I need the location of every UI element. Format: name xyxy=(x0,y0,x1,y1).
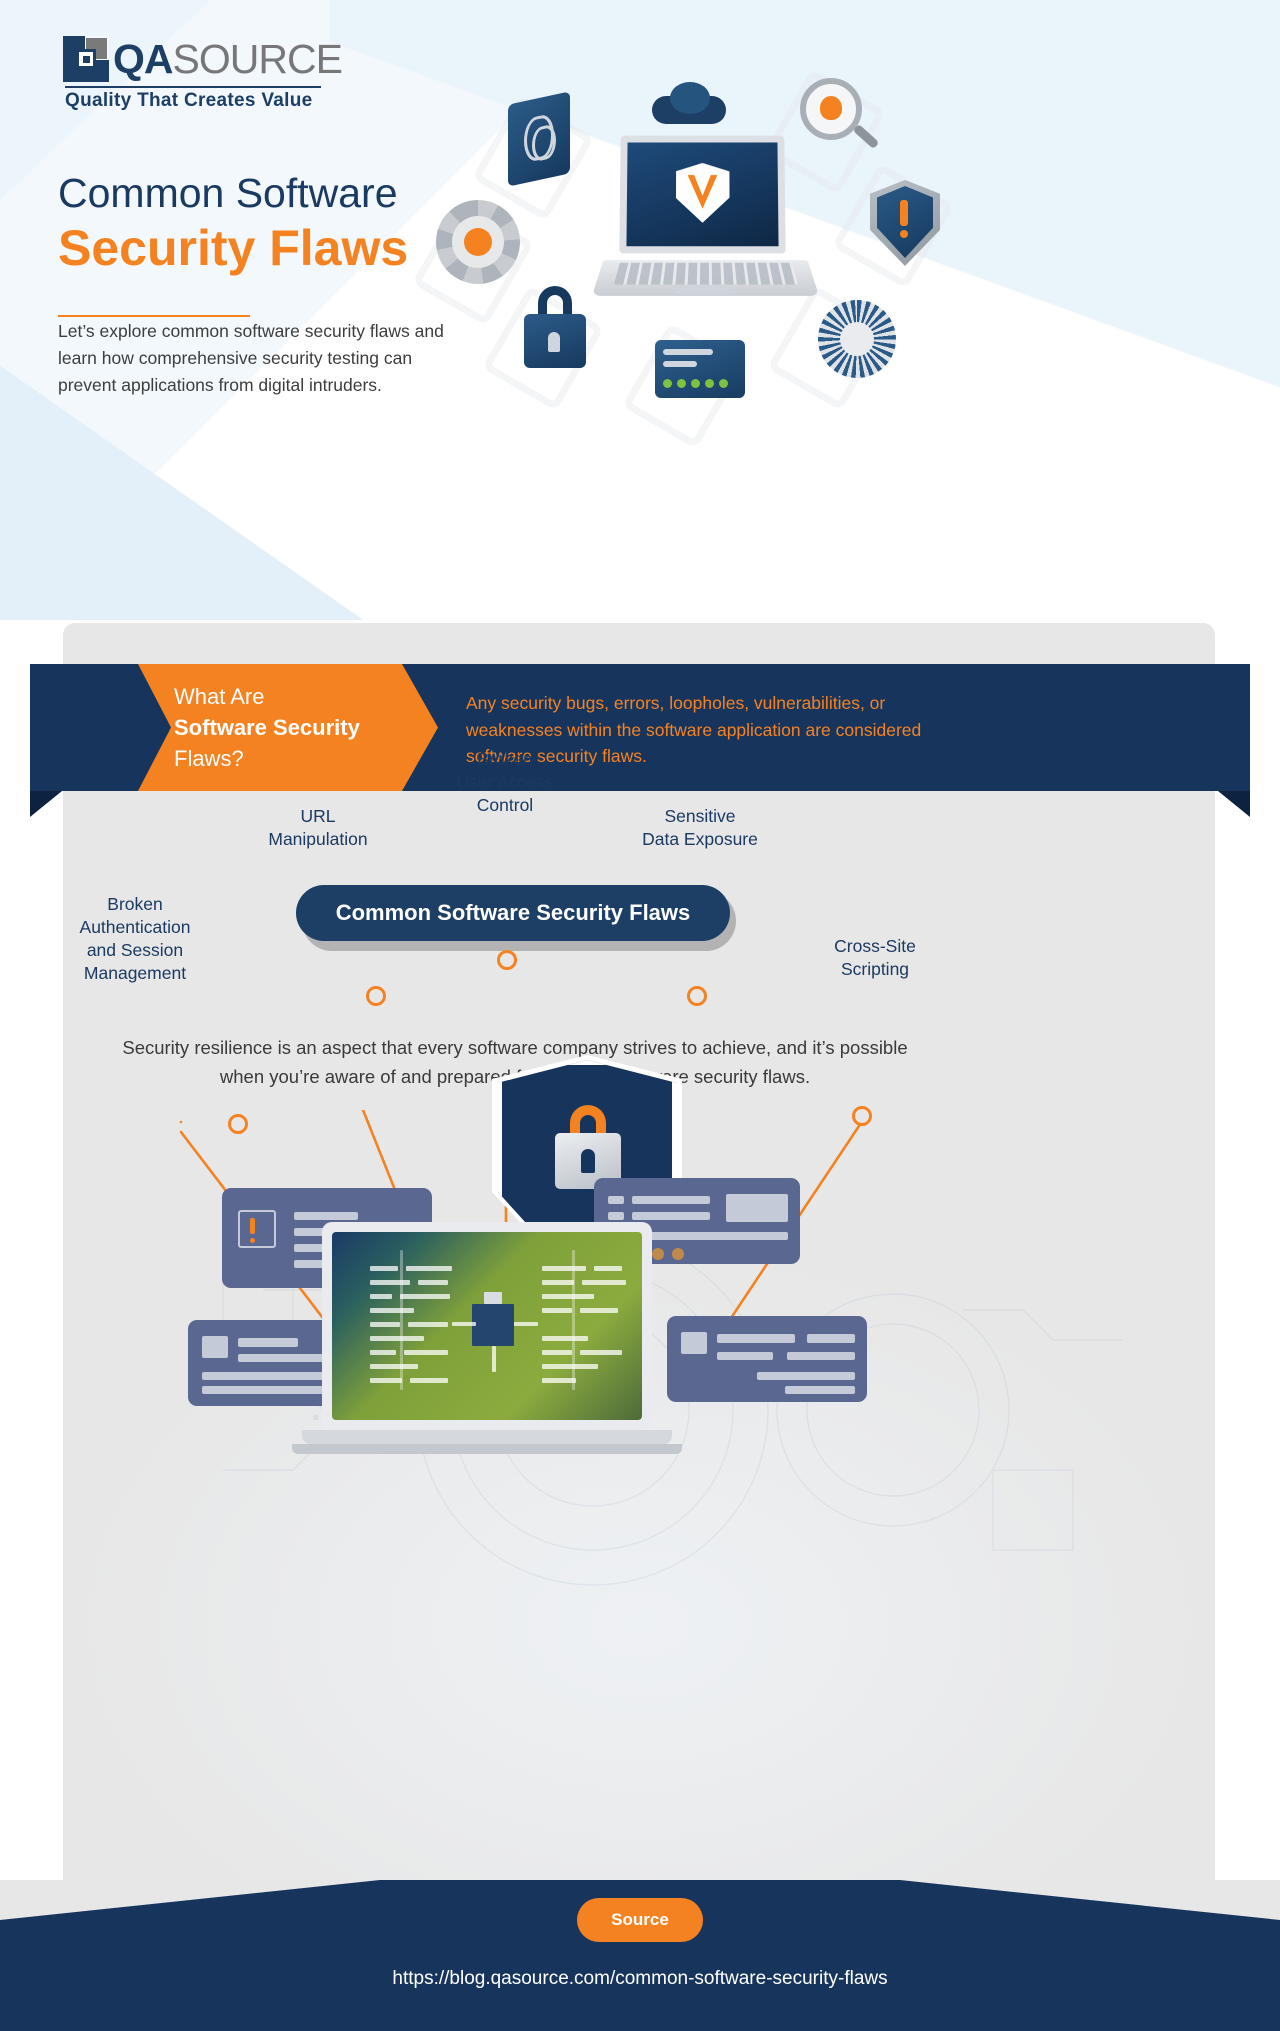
shield-padlock-icon xyxy=(555,1105,621,1189)
banner-heading-line-3: Flaws? xyxy=(174,746,244,772)
hero-background-wedge-c xyxy=(0,350,420,620)
laptop-shield-check-icon xyxy=(591,135,820,325)
padlock-icon xyxy=(522,286,588,370)
flaw-label-broken-user-access-control: Broken User Access Control xyxy=(456,749,554,816)
hero-illustration xyxy=(411,68,1010,450)
banner-body-text: Any security bugs, errors, loopholes, vu… xyxy=(466,693,922,767)
banner-heading-line-1: What Are xyxy=(174,683,265,709)
corner-bracket-left-icon xyxy=(0,1780,42,1822)
card-bottom-right xyxy=(667,1316,867,1402)
logo-divider xyxy=(65,86,321,88)
section-pill-button[interactable]: Common Software Security Flaws xyxy=(296,885,730,941)
page-title: Common Software Security Flaws xyxy=(58,168,409,318)
hero-background-triangle xyxy=(0,0,210,200)
section-pill-wrapper: Common Software Security Flaws xyxy=(296,885,736,951)
hero-section xyxy=(0,0,1280,620)
node-broken-authentication xyxy=(228,1114,248,1134)
node-sensitive-data-exposure xyxy=(687,986,707,1006)
logo-text-source: SOURCE xyxy=(172,35,343,82)
hero-description: Let’s explore common software security f… xyxy=(58,321,444,395)
banner-fold-right xyxy=(1218,791,1250,817)
warning-shield-icon xyxy=(870,180,940,266)
logo-wordmark-row: QA SOURCE xyxy=(63,35,343,82)
logo-text-qa: QA xyxy=(113,35,173,82)
laptop-circuit-icon xyxy=(292,1222,682,1477)
magnifier-bug-icon xyxy=(800,78,882,164)
page-title-line-2: Security Flaws xyxy=(58,220,409,277)
page-title-line-1: Common Software xyxy=(58,170,398,216)
logo-tagline: Quality That Creates Value xyxy=(65,90,313,111)
fan-dial-icon xyxy=(818,300,896,378)
logo-square-mark-icon xyxy=(63,36,109,82)
flaw-label-url-manipulation: URL Manipulation xyxy=(268,806,368,850)
flaw-label-cross-site-scripting: Cross-Site Scripting xyxy=(834,936,916,980)
node-url-manipulation xyxy=(366,986,386,1006)
flaw-label-broken-authentication: Broken Authentication and Session Manage… xyxy=(79,894,191,984)
cloud-icon xyxy=(652,82,726,126)
panel-top-cap xyxy=(63,623,1215,668)
gear-icon xyxy=(436,200,520,284)
fingerprint-card-icon xyxy=(508,91,570,187)
banner-fold-left xyxy=(30,791,62,817)
flaw-label-sensitive-data-exposure: Sensitive Data Exposure xyxy=(642,806,758,850)
node-cross-site-scripting xyxy=(852,1106,872,1126)
dashboard-panel-icon xyxy=(655,340,745,398)
central-graphic xyxy=(63,1055,1215,1810)
page-title-underline xyxy=(58,315,250,318)
banner-heading-line-2: Software Security xyxy=(174,714,360,740)
source-badge: Source xyxy=(577,1898,703,1942)
footer-notch-left xyxy=(0,1880,380,1920)
corner-bracket-right-icon xyxy=(1238,1780,1280,1822)
source-url[interactable]: https://blog.qasource.com/common-softwar… xyxy=(392,1968,888,1989)
qasource-logo: QA SOURCE Quality That Creates Value xyxy=(63,35,343,112)
flaws-diagram xyxy=(63,950,1215,1810)
footer-notch-right xyxy=(900,1880,1280,1920)
banner-heading-chevron: What Are Software Security Flaws? xyxy=(138,664,438,791)
node-broken-user-access-control xyxy=(497,950,517,970)
